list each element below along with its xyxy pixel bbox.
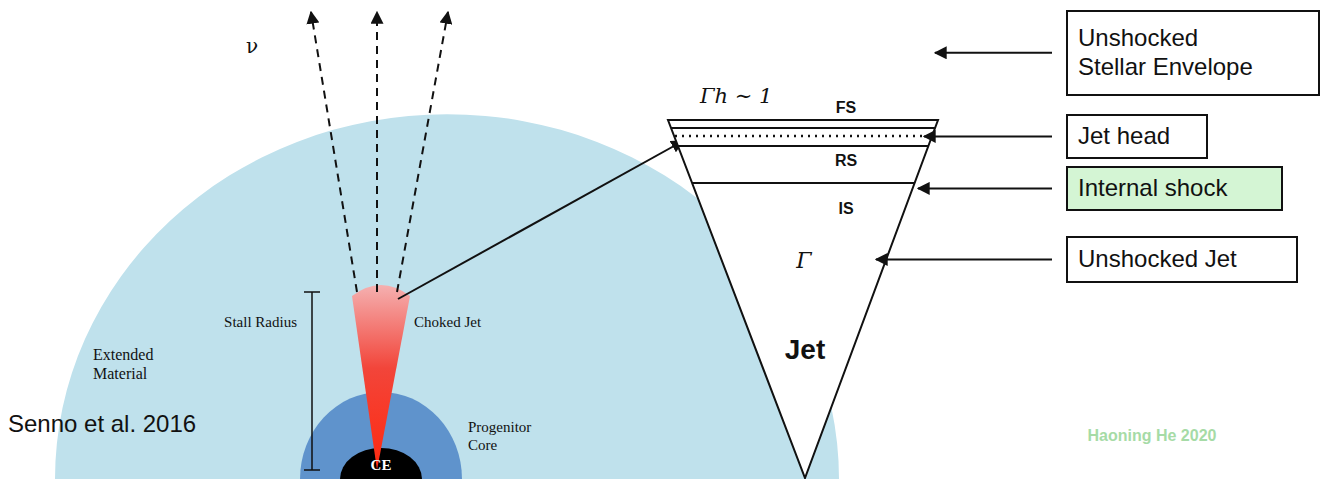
leader-arrow	[935, 52, 1052, 54]
region-label: Extended Material	[93, 345, 171, 383]
forward-shock-line	[671, 127, 935, 129]
zoom-arrow	[398, 141, 683, 299]
annotation-box: Unshocked Stellar Envelope	[1066, 10, 1320, 96]
neutrino-arrow	[311, 12, 357, 292]
annotation-box: Unshocked Jet	[1066, 236, 1298, 283]
leader-arrow	[918, 187, 1052, 189]
shock-label: FS	[836, 98, 856, 117]
annotation-box: Jet head	[1066, 114, 1208, 159]
box-text: Unshocked Jet	[1078, 245, 1237, 274]
stall-radius-bracket	[304, 292, 320, 470]
box-text: Internal shock	[1078, 174, 1227, 203]
citation: Senno et al. 2016	[8, 410, 196, 439]
neutrino-arrow	[397, 12, 448, 292]
shock-label: IS	[838, 199, 853, 218]
central-engine	[340, 448, 422, 479]
box-text: Jet head	[1078, 122, 1170, 151]
region-label: Progenitor Core	[468, 418, 550, 454]
lorentz-factor-label: Γh ∼ 1	[700, 84, 772, 109]
jet-triangle	[668, 120, 938, 478]
highlight-box: Internal shock	[1066, 166, 1283, 211]
neutrino-arrow	[376, 12, 378, 292]
neutrino-symbol: ν	[246, 34, 258, 58]
jet-head-line	[675, 135, 931, 138]
jet-label: Jet	[785, 333, 825, 367]
region-label: Choked Jet	[414, 313, 481, 331]
reverse-shock-line	[678, 145, 928, 147]
leader-arrow	[924, 135, 1052, 137]
choked-jet	[352, 285, 410, 470]
watermark: Haoning He 2020	[1088, 426, 1217, 445]
region-label: CE	[371, 456, 392, 474]
leader-arrow	[876, 258, 1052, 260]
region-label: Stall Radius	[224, 313, 297, 331]
box-text: Unshocked Stellar Envelope	[1078, 24, 1262, 82]
shock-label: RS	[835, 151, 857, 170]
lorentz-factor-label: Γ	[796, 248, 811, 274]
internal-shock-line	[692, 182, 915, 184]
